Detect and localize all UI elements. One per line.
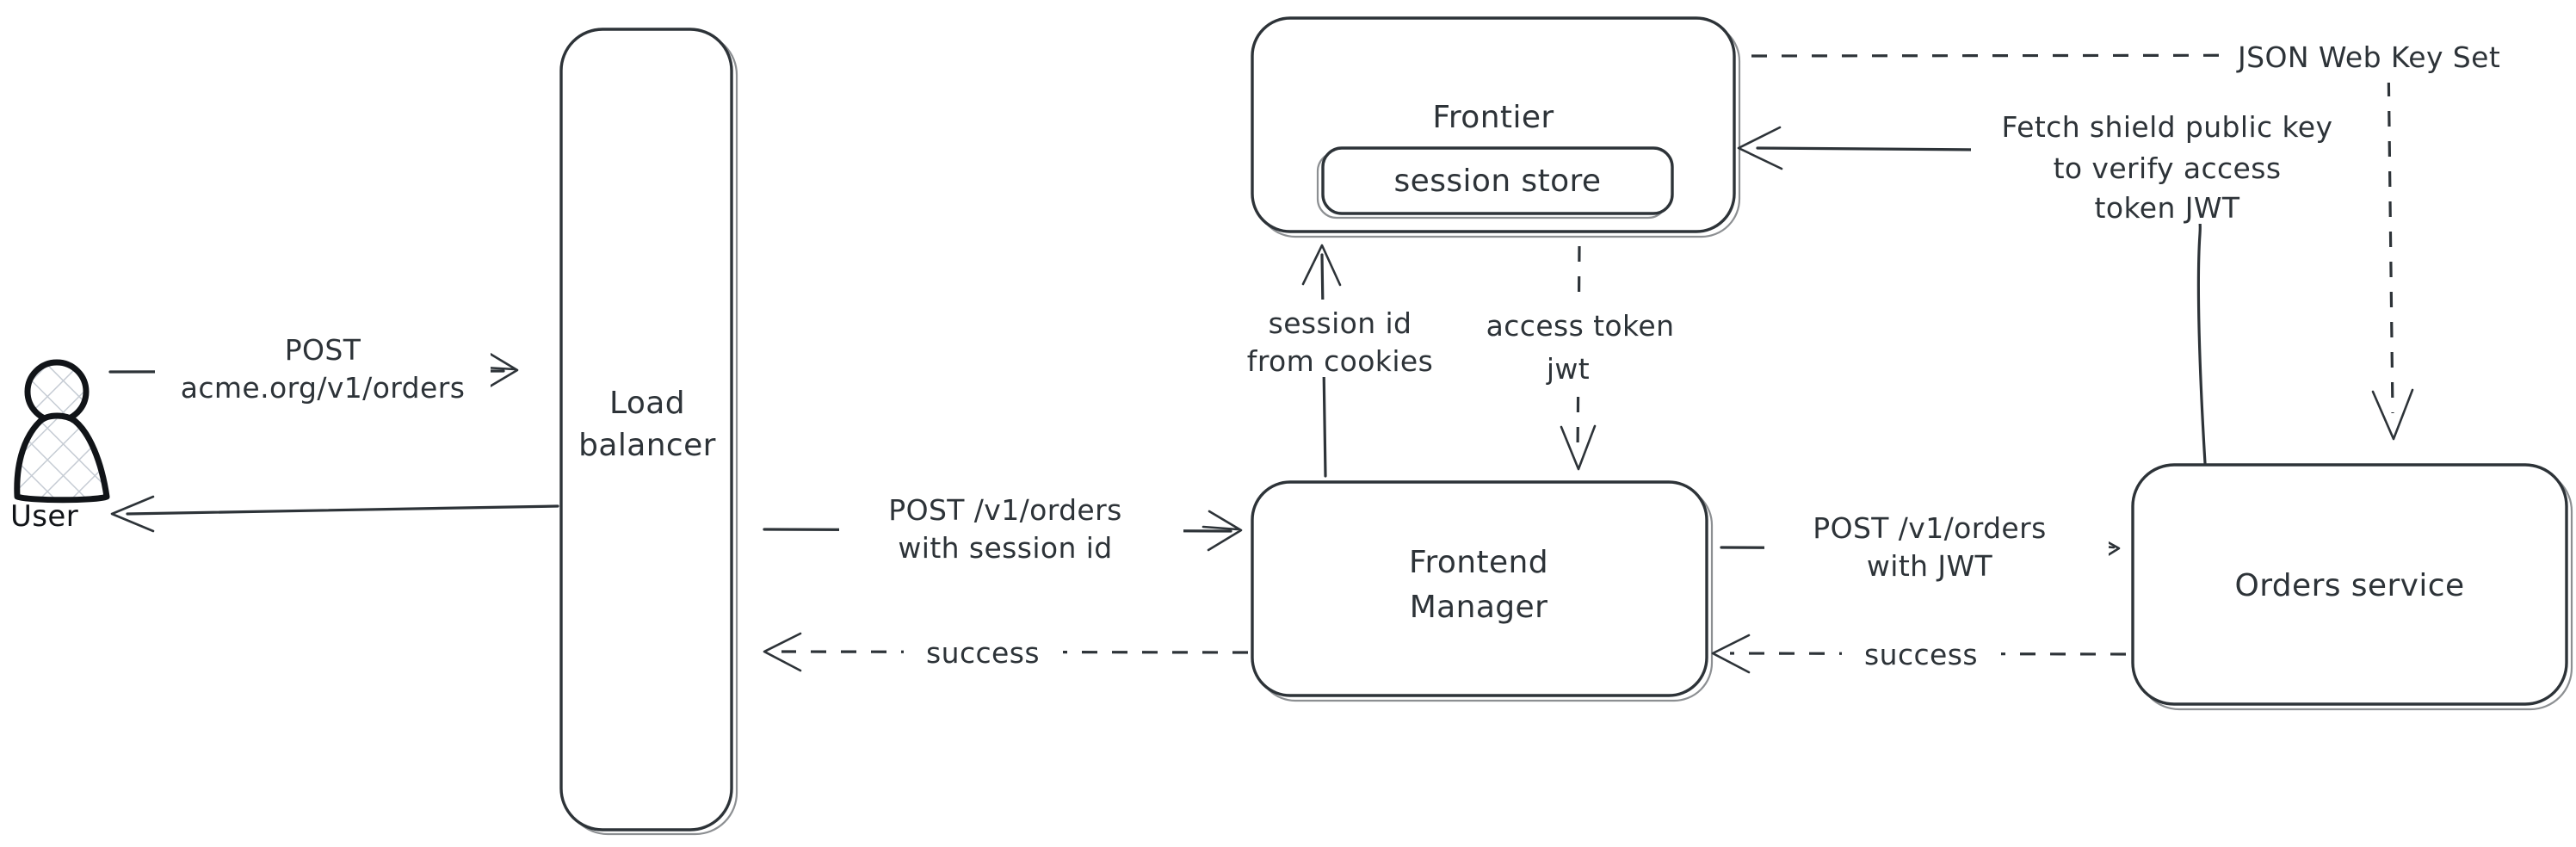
- edge-orders-to-frontier-arrowhead: [1737, 126, 1783, 170]
- edge-lb-to-user-arrowhead: [110, 495, 155, 533]
- edge-fm-to-frontier-label-line1: session id: [1269, 306, 1412, 340]
- node-frontend-manager-box: [1251, 480, 1708, 697]
- edge-lb-to-fm-label-line2: with session id: [898, 531, 1112, 565]
- node-session-store[interactable]: session store: [1316, 146, 1674, 219]
- edge-orders-service-to-frontend-manager: success: [1711, 627, 2127, 680]
- edge-user-to-lb-arrowhead: [484, 350, 519, 391]
- edge-fm-to-frontier-label-line2: from cookies: [1247, 344, 1433, 378]
- edge-frontier-to-orders-service: JSON Web Key Set: [1751, 28, 2576, 441]
- edge-frontier-to-orders-arrowhead: [2371, 388, 2414, 441]
- node-orders-service-label: Orders service: [2234, 568, 2464, 603]
- edge-fm-to-orders-label-line2: with JWT: [1867, 549, 1993, 583]
- person-icon-head: [24, 359, 90, 424]
- edge-frontier-to-fm-arrowhead: [1560, 424, 1597, 471]
- edge-lb-to-fm-arrowhead: [1207, 510, 1243, 552]
- node-load-balancer-label-line2: balancer: [578, 428, 716, 463]
- edge-orders-to-fm-label: success: [1864, 638, 1978, 671]
- edge-fm-to-frontier-label-bg: [1222, 300, 1480, 377]
- edge-lb-to-user-line: [126, 504, 559, 516]
- edge-lb-to-fm-arrow-tail: [1202, 525, 1239, 531]
- node-load-balancer-box: [559, 28, 733, 832]
- node-frontier[interactable]: Frontier session store: [1251, 16, 1741, 238]
- edge-user-to-lb-label-line2: acme.org/v1/orders: [181, 371, 466, 405]
- user-actor: User: [10, 359, 110, 534]
- person-icon-body: [14, 412, 110, 504]
- node-orders-service-box: [2131, 463, 2568, 706]
- node-frontier-label: Frontier: [1432, 100, 1554, 135]
- edge-orders-to-frontier-label-line3: token JWT: [2095, 191, 2240, 225]
- node-frontend-manager-label-line1: Frontend: [1409, 545, 1548, 580]
- node-orders-service[interactable]: Orders service: [2131, 463, 2573, 711]
- edge-user-to-lb-label-bg: [155, 334, 491, 410]
- edge-orders-to-fm-line: [1729, 652, 2127, 656]
- edge-fm-to-orders-label-bg: [1764, 513, 2109, 589]
- edge-fm-to-lb-arrowhead: [763, 632, 802, 672]
- edge-lb-to-fm-label-bg: [839, 495, 1183, 571]
- edge-frontend-manager-to-frontier: session id from cookies: [1222, 244, 1480, 478]
- node-load-balancer-label-line1: Load: [609, 386, 685, 421]
- edge-frontier-to-fm-label-line2: jwt: [1546, 352, 1590, 386]
- edge-frontier-to-fm-label-line1: access token: [1486, 309, 1675, 343]
- edge-fm-to-orders-label-line1: POST /v1/orders: [1813, 511, 2046, 545]
- edge-fm-to-lb-label: success: [926, 636, 1040, 670]
- edge-user-to-load-balancer: POST acme.org/v1/orders: [108, 333, 519, 410]
- edge-load-balancer-to-user: [110, 495, 559, 533]
- edge-orders-to-fm-arrowhead: [1711, 634, 1751, 674]
- edge-frontend-manager-to-load-balancer: success: [763, 625, 1249, 678]
- edge-frontier-to-fm-label-bg: [1455, 303, 1713, 386]
- node-session-store-label: session store: [1394, 164, 1602, 199]
- edge-fm-to-lb-label-bg: [904, 625, 1063, 678]
- user-label: User: [10, 499, 78, 534]
- edge-orders-service-to-frontier: Fetch shield public key to verify access…: [1737, 95, 2375, 465]
- edge-orders-to-frontier-label-bg: [1971, 95, 2375, 224]
- edge-orders-to-fm-label-bg: [1842, 627, 2001, 680]
- edge-user-to-lb-label-line1: POST: [285, 333, 361, 367]
- edge-orders-to-frontier-label-line1: Fetch shield public key: [2002, 110, 2333, 144]
- node-load-balancer[interactable]: Load balancer: [559, 28, 738, 836]
- node-frontend-manager[interactable]: Frontend Manager: [1251, 480, 1714, 702]
- edge-frontier-to-frontend-manager: access token jwt: [1455, 245, 1713, 471]
- edge-lb-to-fm-label-line1: POST /v1/orders: [888, 493, 1121, 527]
- node-session-store-box: [1321, 146, 1674, 215]
- edge-load-balancer-to-frontend-manager: POST /v1/orders with session id: [763, 493, 1243, 571]
- node-frontend-manager-label-line2: Manager: [1410, 590, 1548, 625]
- edge-frontier-to-orders-label: JSON Web Key Set: [2236, 40, 2500, 74]
- edge-frontend-manager-to-orders-service: POST /v1/orders with JWT: [1720, 511, 2121, 589]
- edge-frontier-to-orders-label-bg: [2225, 28, 2576, 83]
- edge-orders-to-frontier-label-line2: to verify access: [2054, 151, 2282, 185]
- edge-fm-to-frontier-arrowhead: [1301, 244, 1342, 287]
